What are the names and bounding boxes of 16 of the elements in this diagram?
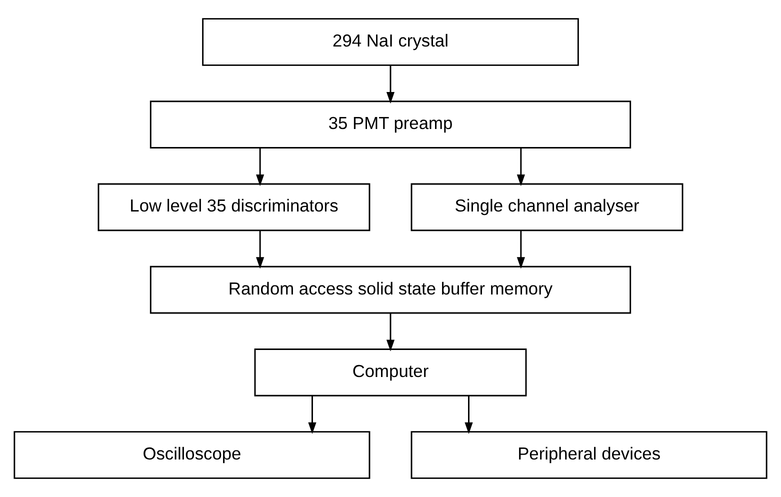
node-box: 294 NaI crystal [202,18,579,66]
arrow [256,148,264,186]
arrow [386,313,395,352]
node-box: Peripheral devices [410,431,768,479]
arrow [386,65,395,104]
node-box: Single channel analyser [410,183,684,232]
arrow [464,396,473,434]
arrow [308,396,316,434]
node-box: 35 PMT preamp [150,100,632,148]
arrow [516,148,525,186]
arrow [516,230,525,269]
node-box: Random access solid state buffer memory [150,266,632,314]
node-box: Computer [254,348,527,396]
arrow [256,230,264,269]
node-box: Oscilloscope [14,431,370,479]
node-box: Low level 35 discriminators [98,183,370,232]
